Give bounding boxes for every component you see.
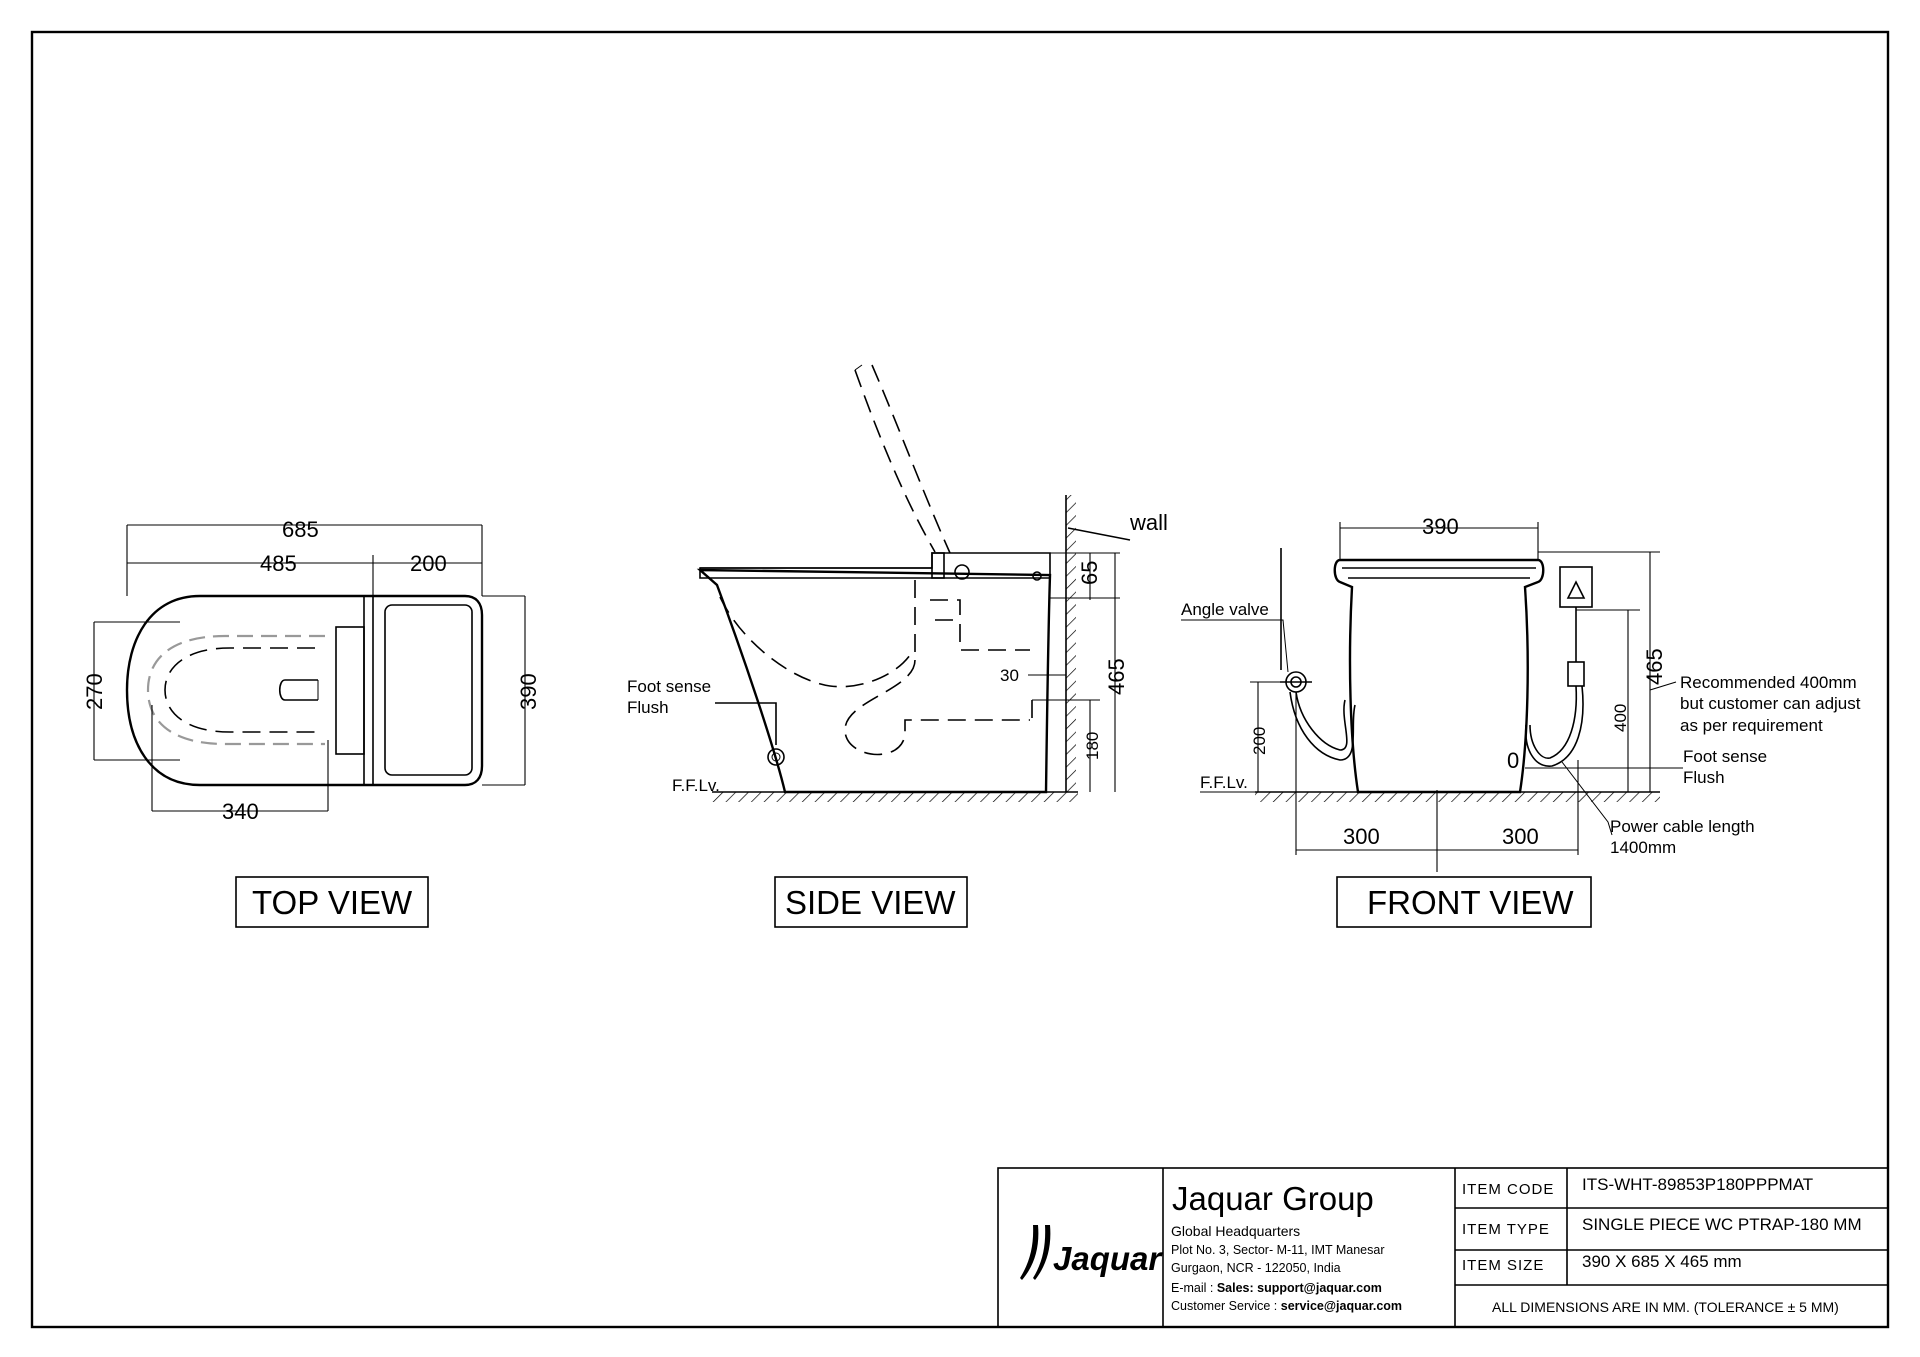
dim-270: 270	[82, 673, 107, 710]
email-label: E-mail :	[1171, 1281, 1217, 1295]
item-size-label: ITEM SIZE	[1462, 1257, 1544, 1274]
side-view: Foot sense Flush wall F.F.Lv. 65 465 30 …	[627, 364, 1168, 928]
top-view-label: TOP VIEW	[252, 884, 413, 921]
front-sensor-mark: 0	[1507, 748, 1519, 773]
jaquar-logo-text: Jaquar	[1053, 1240, 1163, 1277]
item-code-value: ITS-WHT-89853P180PPPMAT	[1582, 1175, 1813, 1194]
power-cable-label-2: 1400mm	[1610, 838, 1676, 857]
dim-390-front: 390	[1422, 514, 1459, 539]
tolerance-note: ALL DIMENSIONS ARE IN MM. (TOLERANCE ± 5…	[1492, 1299, 1839, 1315]
dim-340: 340	[222, 799, 259, 824]
service-line: Customer Service : service@jaquar.com	[1171, 1299, 1402, 1313]
wall-label: wall	[1129, 510, 1168, 535]
front-view-body	[1333, 558, 1545, 794]
dim-485: 485	[260, 551, 297, 576]
sheet-border	[30, 30, 1890, 1329]
front-view-label: FRONT VIEW	[1367, 884, 1574, 921]
side-flush-label: Flush	[627, 698, 669, 717]
dim-180: 180	[1083, 732, 1102, 760]
email-value: Sales: support@jaquar.com	[1217, 1281, 1382, 1295]
front-flush-label: Flush	[1683, 768, 1725, 787]
power-cable-label-1: Power cable length	[1610, 817, 1755, 836]
dim-200-front: 200	[1250, 727, 1269, 755]
item-type-value: SINGLE PIECE WC PTRAP-180 MM	[1582, 1215, 1862, 1234]
dim-400: 400	[1611, 704, 1630, 732]
dim-200: 200	[410, 551, 447, 576]
dim-300-right: 300	[1502, 824, 1539, 849]
recommended-note-1: Recommended 400mm	[1680, 673, 1857, 692]
front-view: Angle valve 0 F.F.Lv. 390 465 400 200	[1181, 514, 1861, 928]
item-size-value: 390 X 685 X 465 mm	[1582, 1252, 1742, 1271]
company-name: Jaquar Group	[1172, 1180, 1374, 1217]
dim-30: 30	[1000, 666, 1019, 685]
dim-65: 65	[1077, 561, 1102, 585]
side-floor-hatch	[712, 792, 1078, 802]
dim-300-left: 300	[1343, 824, 1380, 849]
front-floor-hatch	[1255, 792, 1660, 802]
angle-valve-label: Angle valve	[1181, 600, 1269, 619]
dim-465-side: 465	[1104, 658, 1129, 695]
service-label: Customer Service :	[1171, 1299, 1281, 1313]
jaquar-logo-mark	[1020, 1225, 1051, 1280]
side-view-body	[696, 568, 1052, 794]
dim-465-front: 465	[1642, 648, 1667, 685]
side-view-label: SIDE VIEW	[785, 884, 956, 921]
dim-685: 685	[282, 517, 319, 542]
side-foot-sense-label: Foot sense	[627, 677, 711, 696]
recommended-note-3: as per requirement	[1680, 716, 1823, 735]
email-line: E-mail : Sales: support@jaquar.com	[1171, 1281, 1382, 1295]
item-code-label: ITEM CODE	[1462, 1181, 1554, 1198]
side-wall-hatch	[1066, 495, 1076, 792]
service-value: service@jaquar.com	[1281, 1299, 1402, 1313]
hq-title: Global Headquarters	[1171, 1223, 1300, 1239]
top-view: 685 485 200 270 390 340 TOP VIEW	[82, 517, 541, 928]
front-ffl-label: F.F.Lv.	[1200, 773, 1248, 792]
address-line-1: Plot No. 3, Sector- M-11, IMT Manesar	[1171, 1243, 1385, 1257]
side-ffl-label: F.F.Lv.	[672, 776, 720, 795]
item-type-label: ITEM TYPE	[1462, 1221, 1550, 1238]
title-block: Jaquar Jaquar Group Global Headquarters …	[997, 1167, 1889, 1328]
recommended-note-2: but customer can adjust	[1680, 694, 1861, 713]
dim-390-top: 390	[516, 673, 541, 710]
front-foot-sense-label: Foot sense	[1683, 747, 1767, 766]
top-view-outline	[125, 594, 484, 787]
address-line-2: Gurgaon, NCR - 122050, India	[1171, 1261, 1341, 1275]
